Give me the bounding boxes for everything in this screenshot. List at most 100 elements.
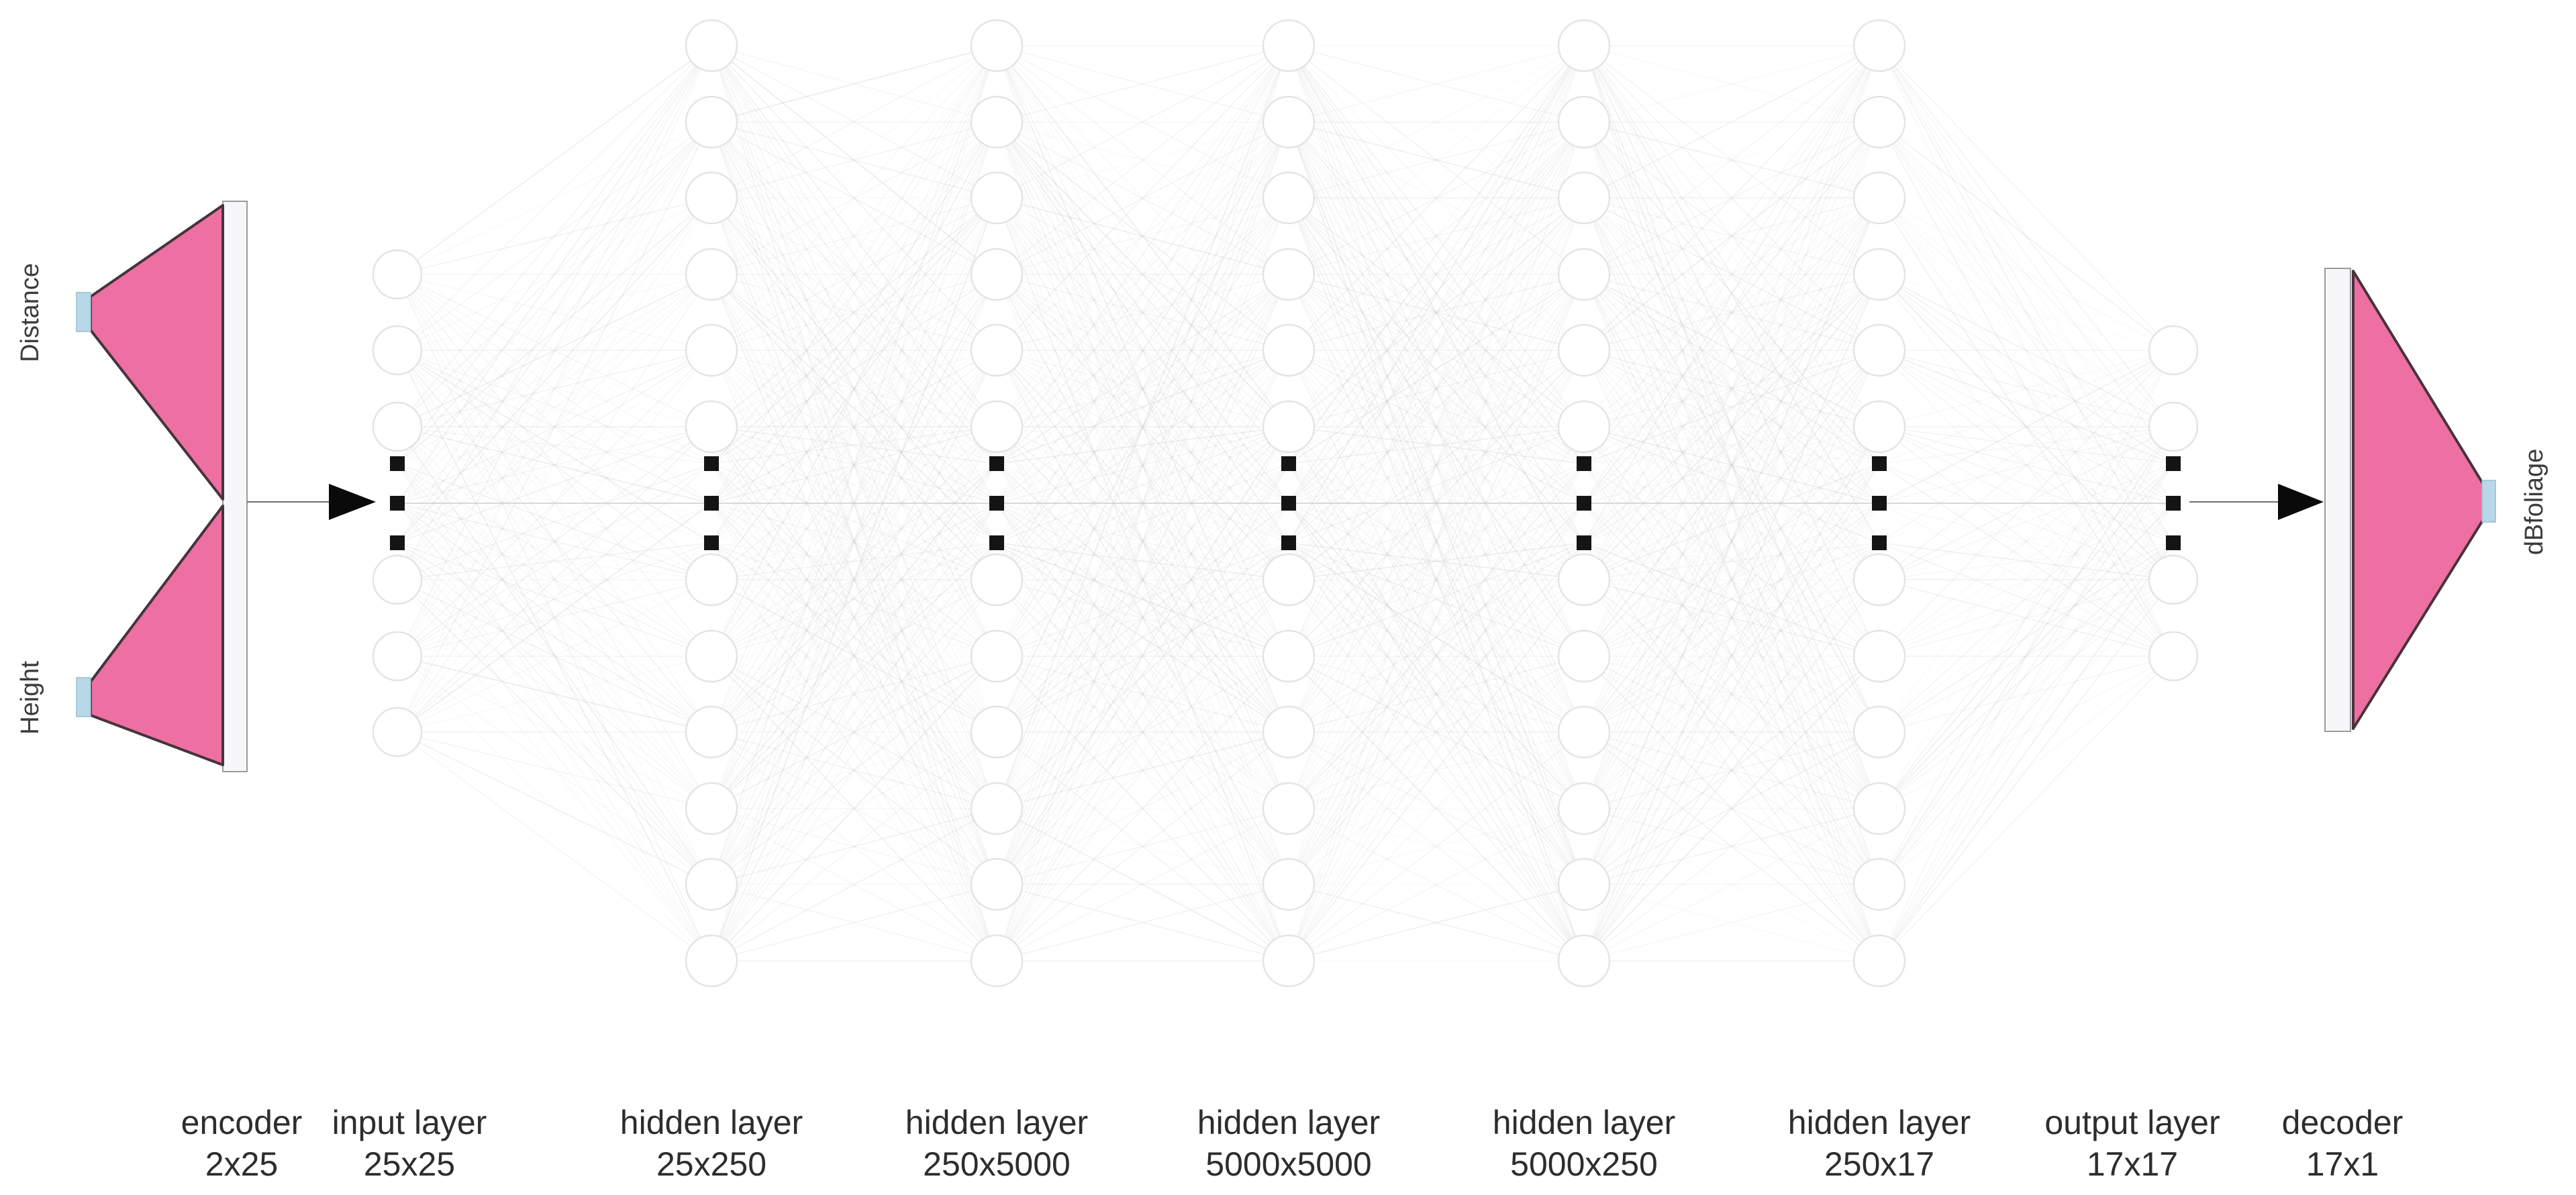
connection-line bbox=[1583, 463, 1880, 885]
connection-line bbox=[996, 579, 1289, 885]
layer-column-hidden1 bbox=[685, 19, 738, 988]
connection-line bbox=[1583, 274, 1880, 504]
connection-line bbox=[711, 121, 997, 809]
connection-line bbox=[397, 274, 712, 885]
layer-column-hidden5 bbox=[1852, 19, 1906, 988]
decoder-output-cap bbox=[2481, 480, 2496, 523]
connection-line bbox=[996, 426, 1289, 504]
connection-line bbox=[711, 884, 997, 962]
connection-line bbox=[1583, 426, 1880, 733]
connection-line bbox=[397, 45, 712, 464]
connection-line bbox=[996, 884, 1289, 962]
connection-line bbox=[711, 45, 997, 464]
connection-line bbox=[1583, 274, 1880, 962]
connection-line bbox=[1288, 274, 1585, 504]
connection-line bbox=[1288, 197, 1585, 580]
connection-line bbox=[1879, 350, 2174, 962]
connection-line bbox=[1288, 274, 1585, 504]
connection-line bbox=[1288, 656, 1585, 962]
connection-line bbox=[1288, 274, 1585, 657]
connection-line bbox=[1288, 121, 1585, 199]
connection-line bbox=[1583, 463, 1880, 962]
connection-line bbox=[996, 579, 1289, 733]
connection-line bbox=[1288, 656, 1585, 733]
connection-line bbox=[397, 426, 712, 543]
connection-line bbox=[1288, 426, 1585, 504]
connection-line bbox=[1879, 197, 2174, 351]
connection-line bbox=[1583, 503, 1880, 885]
connection-line bbox=[1583, 45, 1880, 504]
connection-line bbox=[711, 426, 997, 962]
connection-line bbox=[397, 350, 712, 580]
connection-line bbox=[397, 197, 712, 733]
connection-line bbox=[711, 579, 997, 809]
connection-line bbox=[996, 274, 1289, 657]
connection-line bbox=[1583, 121, 1880, 464]
neuron-node bbox=[685, 858, 738, 911]
connection-line bbox=[711, 121, 997, 504]
neuron-node bbox=[1557, 248, 1611, 301]
connection-line bbox=[711, 350, 997, 504]
connection-line bbox=[1288, 45, 1585, 123]
connection-line bbox=[1288, 274, 1585, 885]
connection-line bbox=[711, 463, 997, 962]
connection-line bbox=[996, 463, 1289, 809]
connection-line bbox=[996, 45, 1289, 657]
connection-line bbox=[1879, 579, 2174, 809]
neuron-node bbox=[970, 171, 1024, 225]
connection-line bbox=[1583, 426, 1880, 733]
connection-line bbox=[1583, 350, 1880, 885]
connection-line bbox=[996, 808, 1289, 885]
connection-line bbox=[996, 45, 1289, 464]
connection-line bbox=[711, 808, 997, 885]
connection-line bbox=[1288, 463, 1585, 809]
connection-line bbox=[996, 426, 1289, 885]
connection-line bbox=[711, 121, 997, 464]
connection-line bbox=[711, 45, 997, 427]
connection-line bbox=[711, 542, 997, 657]
connection-line bbox=[1583, 463, 1880, 962]
neuron-node bbox=[1262, 705, 1316, 759]
connection-line bbox=[711, 197, 997, 580]
connection-line bbox=[711, 579, 997, 885]
connection-line bbox=[397, 463, 712, 733]
connection-line bbox=[1288, 197, 1585, 809]
connection-line bbox=[1879, 45, 2174, 351]
connection-line bbox=[996, 121, 1289, 351]
connection-line bbox=[996, 121, 1289, 543]
layer-caption-name: hidden layer bbox=[1197, 1104, 1380, 1141]
connection-line bbox=[1583, 197, 1880, 885]
connection-line bbox=[711, 808, 997, 962]
connection-line bbox=[711, 121, 997, 427]
neuron-node bbox=[372, 325, 423, 376]
ellipsis-dot bbox=[2166, 456, 2181, 471]
connection-line bbox=[996, 45, 1289, 962]
connection-line bbox=[996, 463, 1289, 733]
ellipsis-dot bbox=[1577, 535, 1591, 550]
connection-line bbox=[711, 121, 997, 199]
connection-line bbox=[996, 274, 1289, 351]
neuron-node bbox=[1852, 19, 1906, 72]
neuron-node bbox=[1557, 782, 1611, 835]
connection-line bbox=[1583, 274, 1880, 427]
connection-line bbox=[397, 121, 712, 504]
connection-line bbox=[996, 426, 1289, 962]
connection-line bbox=[1583, 426, 1880, 962]
connection-line bbox=[1583, 463, 1880, 657]
connection-line bbox=[996, 426, 1289, 962]
connection-line bbox=[1288, 463, 1585, 733]
connection-line bbox=[711, 503, 997, 657]
connection-line bbox=[397, 45, 712, 275]
layer-column-hidden4 bbox=[1557, 19, 1611, 988]
connection-line bbox=[711, 426, 997, 885]
connection-line bbox=[996, 350, 1289, 504]
connection-line bbox=[1288, 45, 1585, 962]
layer-column-output bbox=[2148, 325, 2199, 682]
connection-line bbox=[996, 350, 1289, 427]
connection-line bbox=[996, 542, 1289, 657]
connection-line bbox=[397, 463, 712, 580]
connection-line bbox=[711, 731, 997, 962]
connection-line bbox=[1583, 503, 1880, 657]
connection-line bbox=[711, 121, 997, 504]
connection-line bbox=[1879, 121, 2174, 657]
